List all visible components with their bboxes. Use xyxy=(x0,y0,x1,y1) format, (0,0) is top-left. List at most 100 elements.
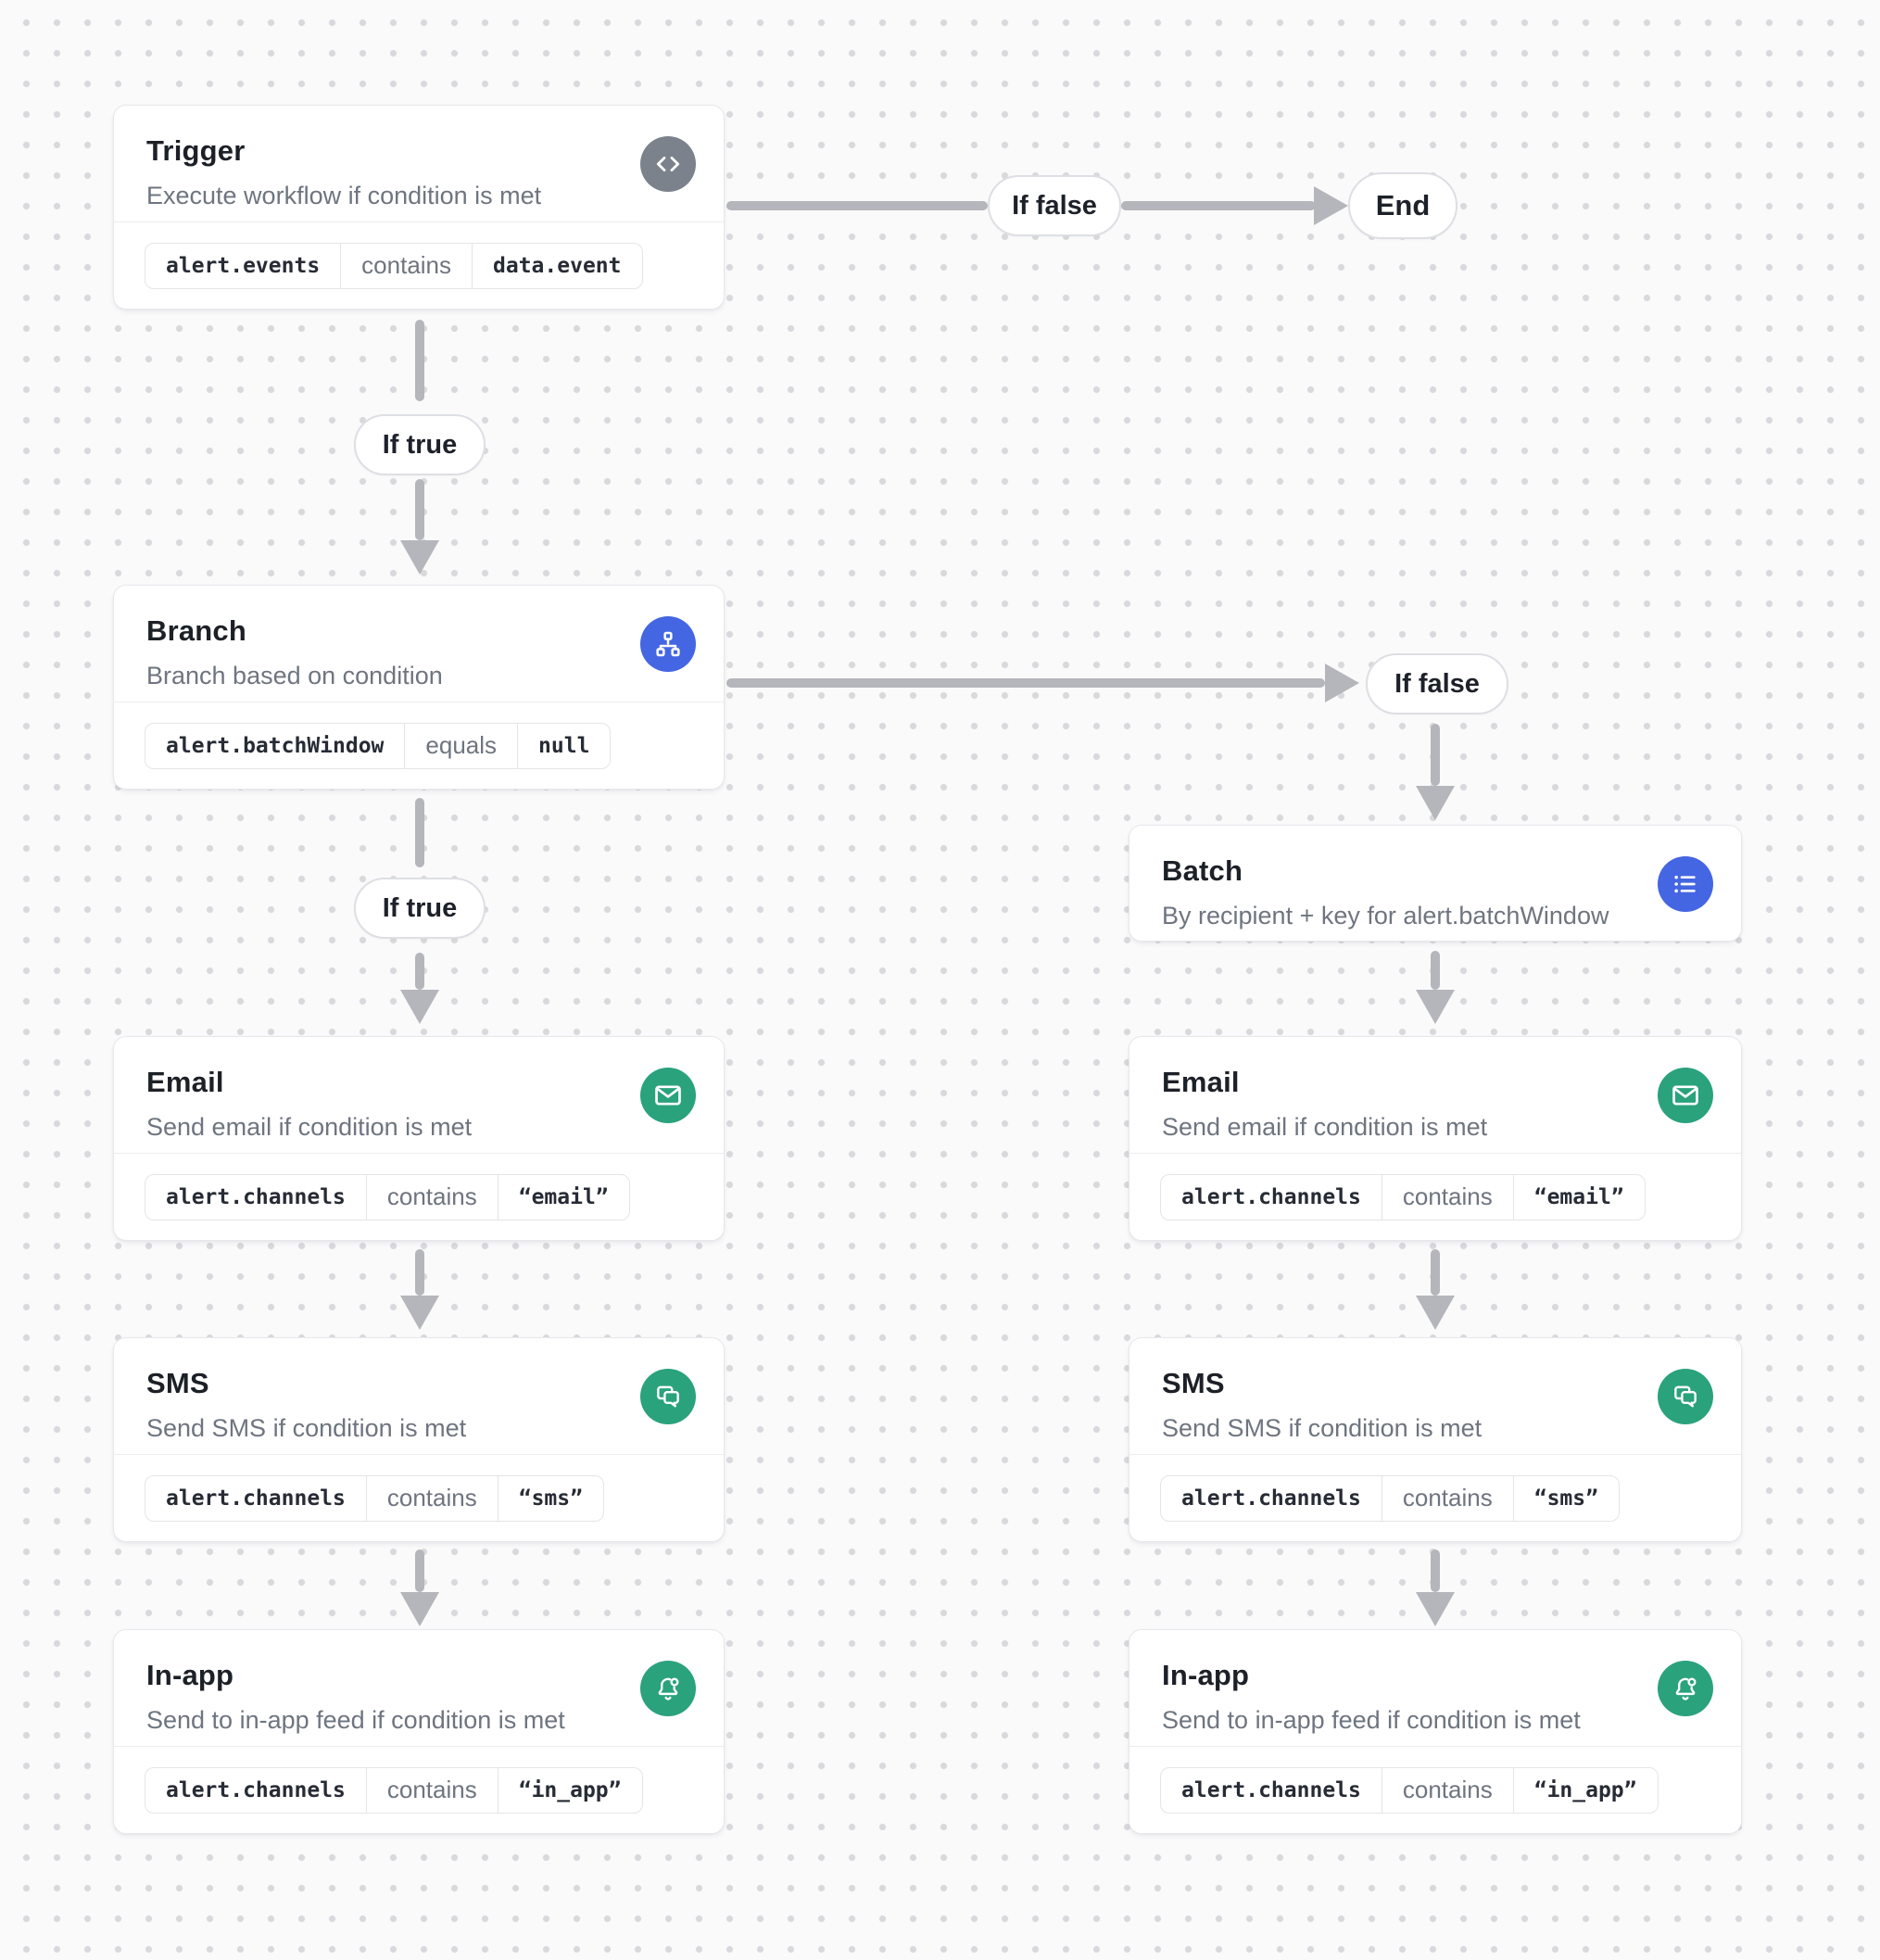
arrowhead-to-branch xyxy=(400,540,439,575)
condition-value: “email” xyxy=(1533,1184,1624,1209)
condition-value: “in_app” xyxy=(1533,1777,1637,1802)
condition-operator: contains xyxy=(1381,1475,1514,1521)
edge-sms-inapp-right xyxy=(1431,1549,1440,1592)
edge-label-text: If true xyxy=(382,892,458,923)
condition-value: “in_app” xyxy=(518,1777,622,1802)
node-title: Email xyxy=(146,1066,224,1098)
node-sms-right[interactable]: SMS Send SMS if condition is met alert.c… xyxy=(1129,1337,1742,1542)
arrowhead-to-iffalse xyxy=(1325,664,1359,702)
edge-label-if-false-top: If false xyxy=(988,175,1121,236)
node-header: Email Send email if condition is met xyxy=(1129,1037,1741,1144)
node-inapp-left[interactable]: In-app Send to in-app feed if condition … xyxy=(113,1629,725,1834)
condition-chip: alert.channels contains “email” xyxy=(1160,1173,1646,1220)
condition-field: alert.channels xyxy=(1181,1184,1361,1209)
edge-label-if-false-right: If false xyxy=(1366,653,1508,714)
edge-iftrue-email xyxy=(415,953,424,990)
node-header: SMS Send SMS if condition is met xyxy=(114,1338,724,1445)
condition-row: alert.channels contains “sms” xyxy=(1129,1454,1741,1541)
condition-row: alert.events contains data.event xyxy=(114,221,724,309)
condition-chip: alert.channels contains “sms” xyxy=(145,1474,604,1522)
node-title: Branch xyxy=(146,614,247,647)
arrowhead-to-sms-left xyxy=(400,1296,439,1330)
node-branch[interactable]: Branch Branch based on condition alert.b… xyxy=(113,585,725,790)
edge-iffalse-end xyxy=(1121,201,1316,210)
condition-field: alert.channels xyxy=(166,1184,346,1209)
mail-icon xyxy=(1658,1068,1713,1123)
arrowhead-to-inapp-left xyxy=(400,1592,439,1626)
arrowhead-to-inapp-right xyxy=(1416,1592,1455,1626)
arrowhead-to-sms-right xyxy=(1416,1296,1455,1330)
node-title: Trigger xyxy=(146,134,246,167)
condition-row: alert.channels contains “sms” xyxy=(114,1454,724,1541)
condition-value: “sms” xyxy=(1533,1486,1598,1511)
node-subtitle: Send SMS if condition is met xyxy=(1162,1414,1483,1443)
edge-email-sms-right xyxy=(1431,1249,1440,1296)
node-trigger[interactable]: Trigger Execute workflow if condition is… xyxy=(113,105,725,310)
condition-field: alert.channels xyxy=(166,1486,346,1511)
condition-chip: alert.channels contains “email” xyxy=(145,1173,630,1220)
edge-iftrue-branch xyxy=(415,479,424,540)
condition-operator: equals xyxy=(404,723,519,768)
end-label: End xyxy=(1375,189,1431,221)
condition-value: “sms” xyxy=(518,1486,583,1511)
condition-operator: contains xyxy=(1381,1174,1514,1220)
condition-row: alert.batchWindow equals null xyxy=(114,702,724,789)
condition-value: null xyxy=(538,733,590,758)
edge-label-if-true-2: If true xyxy=(354,878,486,939)
node-subtitle: Send email if condition is met xyxy=(1162,1113,1488,1142)
condition-chip: alert.events contains data.event xyxy=(145,242,643,289)
edge-trigger-iffalse xyxy=(726,201,988,210)
condition-field: alert.batchWindow xyxy=(166,733,385,758)
node-subtitle: Send email if condition is met xyxy=(146,1113,473,1142)
condition-operator: contains xyxy=(365,1475,498,1521)
edge-iffalse-batch xyxy=(1431,724,1440,786)
condition-chip: alert.batchWindow equals null xyxy=(145,722,612,769)
arrowhead-to-end xyxy=(1314,186,1348,225)
node-header: Branch Branch based on condition xyxy=(114,586,724,692)
bell-badge-icon xyxy=(1658,1661,1713,1716)
node-header: Email Send email if condition is met xyxy=(114,1037,724,1144)
chat-bubbles-icon xyxy=(1658,1369,1713,1424)
node-email-left[interactable]: Email Send email if condition is met ale… xyxy=(113,1036,725,1241)
condition-operator: contains xyxy=(1381,1767,1514,1813)
edge-branch-iffalse xyxy=(726,678,1325,688)
node-subtitle: Send to in-app feed if condition is met xyxy=(146,1706,565,1735)
node-header: Batch By recipient + key for alert.batch… xyxy=(1129,826,1741,932)
edge-label-if-true-1: If true xyxy=(354,414,486,475)
node-title: In-app xyxy=(146,1659,234,1691)
condition-chip: alert.channels contains “sms” xyxy=(1160,1474,1620,1522)
node-subtitle: By recipient + key for alert.batchWindow xyxy=(1162,902,1609,930)
node-email-right[interactable]: Email Send email if condition is met ale… xyxy=(1129,1036,1742,1241)
sitemap-icon xyxy=(640,616,696,672)
condition-row: alert.channels contains “email” xyxy=(114,1153,724,1240)
end-node: End xyxy=(1348,172,1457,239)
node-sms-left[interactable]: SMS Send SMS if condition is met alert.c… xyxy=(113,1337,725,1542)
arrowhead-to-email-right xyxy=(1416,990,1455,1024)
edge-batch-email xyxy=(1431,951,1440,990)
node-title: Email xyxy=(1162,1066,1240,1098)
node-title: SMS xyxy=(1162,1367,1225,1399)
condition-operator: contains xyxy=(365,1767,498,1813)
edge-label-text: If false xyxy=(1394,668,1480,699)
condition-value: data.event xyxy=(493,253,622,278)
condition-chip: alert.channels contains “in_app” xyxy=(145,1766,643,1814)
condition-operator: contains xyxy=(340,243,473,288)
node-batch[interactable]: Batch By recipient + key for alert.batch… xyxy=(1129,825,1742,942)
condition-row: alert.channels contains “in_app” xyxy=(1129,1746,1741,1833)
arrowhead-to-email-left xyxy=(400,990,439,1024)
node-header: In-app Send to in-app feed if condition … xyxy=(1129,1630,1741,1737)
list-icon xyxy=(1658,856,1713,912)
condition-field: alert.channels xyxy=(1181,1777,1361,1802)
edge-label-text: If false xyxy=(1012,190,1097,221)
condition-chip: alert.channels contains “in_app” xyxy=(1160,1766,1659,1814)
node-inapp-right[interactable]: In-app Send to in-app feed if condition … xyxy=(1129,1629,1742,1834)
condition-row: alert.channels contains “in_app” xyxy=(114,1746,724,1833)
condition-operator: contains xyxy=(365,1174,498,1220)
mail-icon xyxy=(640,1068,696,1123)
code-icon xyxy=(640,136,696,192)
edge-trigger-iftrue xyxy=(415,320,424,401)
edge-sms-inapp-left xyxy=(415,1549,424,1592)
edge-label-text: If true xyxy=(382,429,458,460)
node-subtitle: Send SMS if condition is met xyxy=(146,1414,467,1443)
